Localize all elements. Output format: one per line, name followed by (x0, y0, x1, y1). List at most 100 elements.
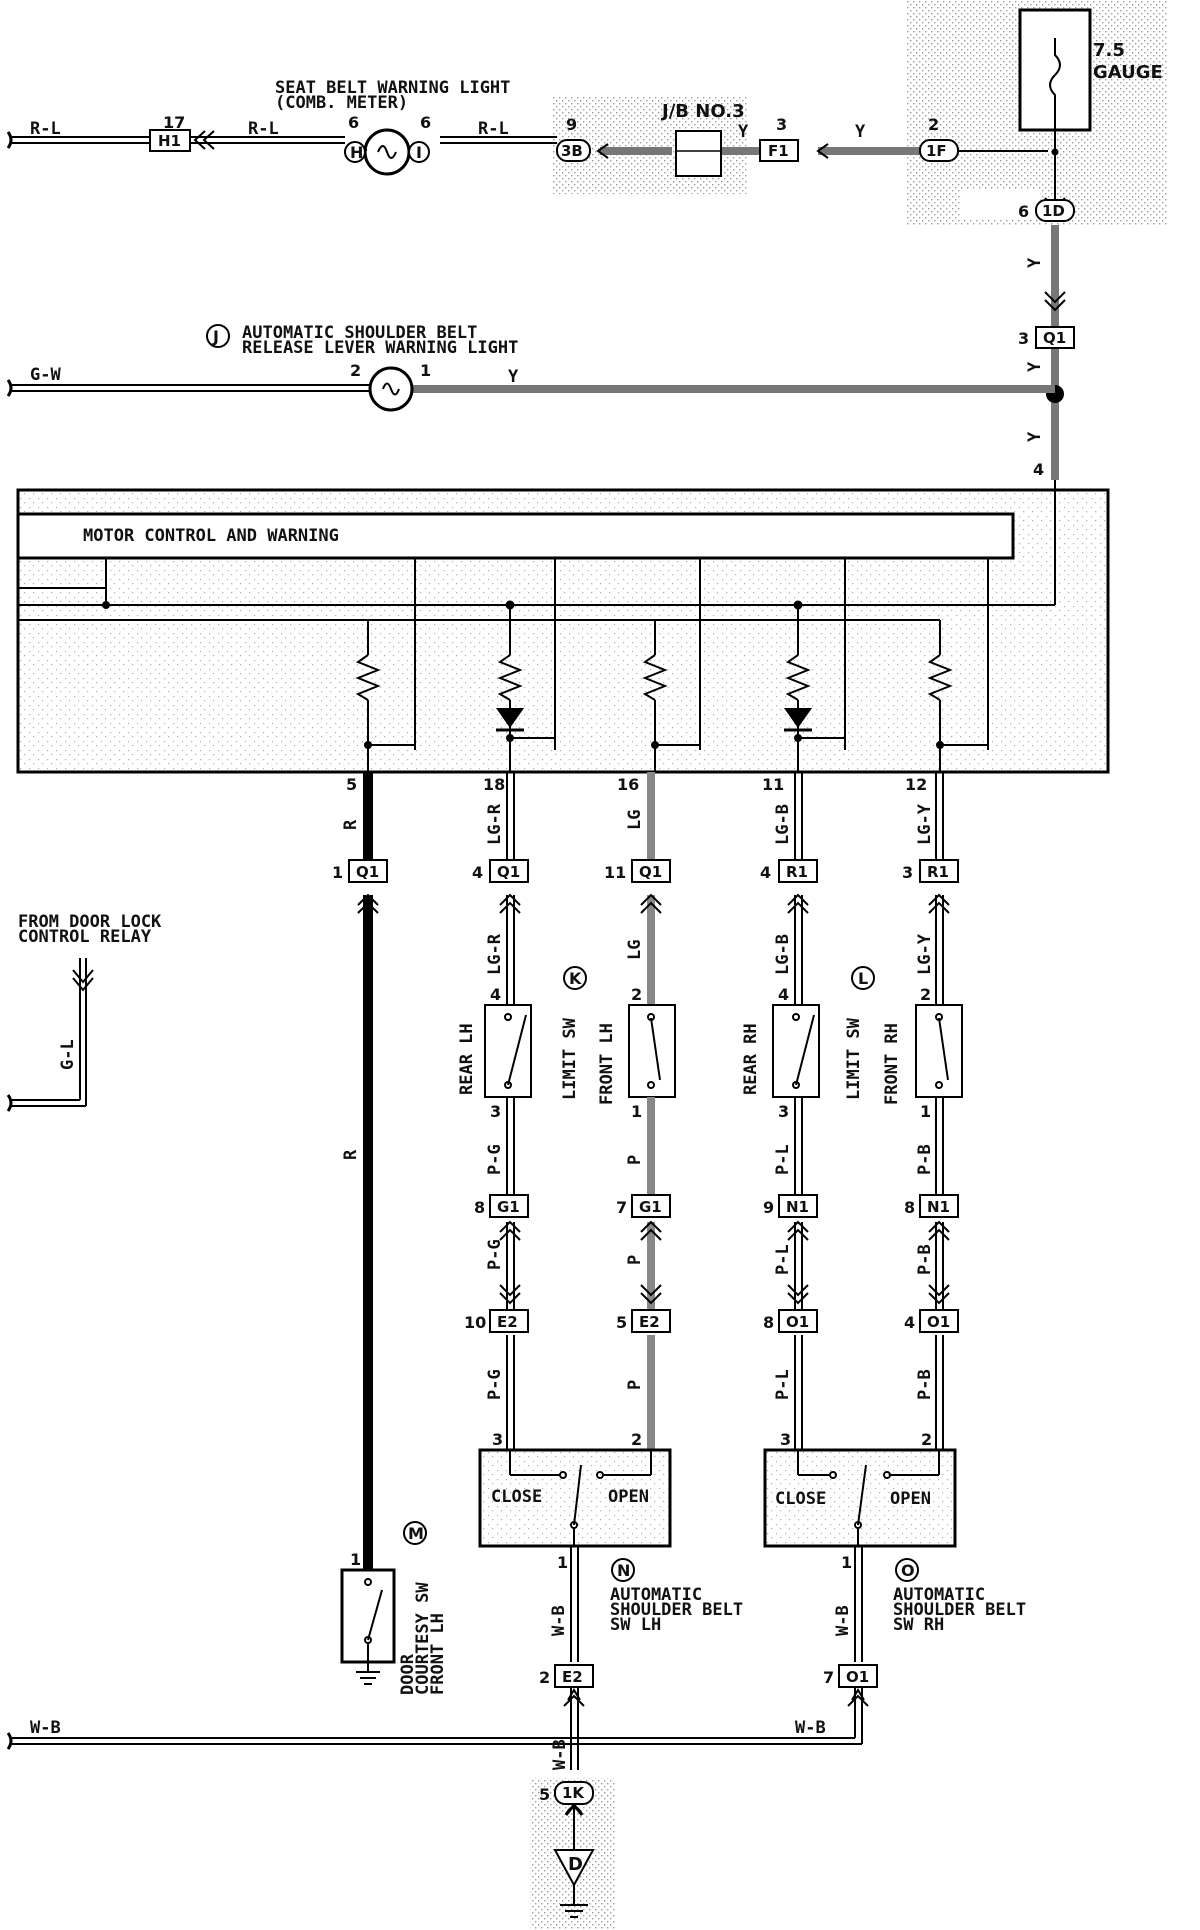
wire-labels: R-L R-L R-L Y Y Y Y Y G-W Y R R LG-R LG-… (30, 119, 1045, 1770)
door-courtesy-switch (340, 1568, 396, 1685)
label-door-courtesy-3: FRONT LH (428, 1613, 448, 1695)
pin-1k-5: 5 (539, 1785, 550, 1804)
pin-9: 9 (566, 115, 577, 134)
ground-wires (6, 1546, 869, 1918)
label-sw-rh-1: AUTOMATIC (893, 1585, 985, 1605)
label-limit-sw-k: LIMIT SW (560, 1017, 580, 1100)
wire-rl-right: R-L (478, 119, 509, 139)
conn-h1: H1 (158, 132, 181, 150)
pin-r1-3: 3 (902, 863, 913, 882)
pin-o1-4: 4 (904, 1313, 915, 1332)
pin-o1-8: 8 (763, 1313, 774, 1332)
fuse-element (1049, 38, 1061, 130)
conn-n1-a: N1 (786, 1198, 809, 1216)
label-jb3: J/B NO.3 (660, 101, 745, 122)
pin-q1-11: 11 (604, 863, 626, 882)
conn-r1-a: R1 (786, 863, 808, 881)
pin-17: 17 (163, 113, 185, 132)
pin-3q: 3 (1018, 329, 1029, 348)
label-front-lh: FRONT LH (597, 1023, 617, 1105)
marker-l: L (858, 969, 868, 988)
pin-g1-8: 8 (474, 1198, 485, 1217)
conn-o1-b: O1 (927, 1313, 950, 1331)
seat-belt-warning-lamp (344, 128, 430, 176)
wire-wb-gnd: W-B (550, 1739, 570, 1770)
label-open-lh: OPEN (608, 1487, 649, 1507)
marker-m: M (408, 1524, 424, 1543)
seatbelt-warning-circuit (6, 130, 1048, 159)
pin-q1-4: 4 (472, 863, 483, 882)
wire-pl-2: P-L (773, 1244, 793, 1275)
wire-lgb-top: LG-B (773, 804, 793, 845)
label-close-rh: CLOSE (775, 1489, 826, 1509)
connector-boxes (149, 129, 1075, 1805)
wire-lg-mid: LG (625, 940, 645, 960)
label-fuse-name: GAUGE (1093, 62, 1163, 83)
pin-18: 18 (483, 775, 505, 794)
pin-sw-l1: 1 (557, 1553, 568, 1572)
label-sw-rh-2: SHOULDER BELT (893, 1600, 1026, 1620)
pin-l2: 2 (920, 985, 931, 1004)
wire-pl-1: P-L (773, 1144, 793, 1175)
lamp-pin-i: I (416, 143, 422, 162)
pin-e2-2: 2 (539, 1668, 550, 1687)
pin-e2-10: 10 (464, 1313, 486, 1332)
wire-pg-1: P-G (485, 1144, 505, 1175)
label-rear-lh: REAR LH (457, 1023, 477, 1095)
harness-lower (499, 1097, 950, 1450)
conn-q1-b: Q1 (497, 863, 520, 881)
fuse-block-white (960, 190, 1040, 220)
label-open-rh: OPEN (890, 1489, 931, 1509)
wire-r-top: R (341, 819, 361, 830)
harness-verticals (357, 772, 950, 1570)
label-fuse-amp: 7.5 (1093, 40, 1125, 61)
pin-k4: 4 (490, 985, 501, 1004)
limit-switches (484, 1004, 963, 1098)
wire-lgb-mid: LG-B (773, 934, 793, 975)
pin-k2: 2 (631, 985, 642, 1004)
conn-e2-a: E2 (497, 1313, 518, 1331)
pin-2: 2 (928, 115, 939, 134)
wire-y-top2: Y (855, 122, 866, 142)
label-seatbelt-light: SEAT BELT WARNING LIGHT (275, 78, 510, 98)
wire-wb-bus-r: W-B (795, 1718, 826, 1738)
label-rear-rh: REAR RH (741, 1023, 761, 1095)
label-comb-meter: (COMB. METER) (275, 93, 408, 113)
wire-y-v2: Y (1025, 361, 1045, 372)
shoulder-belt-switch-rh (763, 1448, 957, 1548)
conn-f1: F1 (768, 142, 789, 160)
shoulder-belt-switch-lh (478, 1448, 672, 1548)
conn-g1-a: G1 (497, 1198, 520, 1216)
wire-lgy-top: LG-Y (915, 803, 935, 845)
marker-d: D (568, 1854, 583, 1875)
wire-rl-left: R-L (30, 119, 61, 139)
pin-sw-r3: 3 (780, 1430, 791, 1449)
pin-12: 12 (905, 775, 927, 794)
conn-o1-c: O1 (846, 1668, 869, 1686)
wire-pl-3: P-L (773, 1369, 793, 1400)
wire-pb-3: P-B (915, 1369, 935, 1400)
conn-r1-b: R1 (927, 863, 949, 881)
pin-sw-r2: 2 (921, 1430, 932, 1449)
pin-e2-5: 5 (616, 1313, 627, 1332)
pin-n1-8: 8 (904, 1198, 915, 1217)
pin-5: 5 (346, 775, 357, 794)
pin-3: 3 (776, 115, 787, 134)
conn-q1-top: Q1 (1043, 329, 1066, 347)
pin-l1: 1 (920, 1102, 931, 1121)
pin-2-lever: 2 (350, 361, 361, 380)
wire-y-v1: Y (1025, 257, 1045, 268)
pin-16: 16 (617, 775, 639, 794)
pin-6a: 6 (348, 113, 359, 132)
label-close-lh: CLOSE (491, 1487, 542, 1507)
label-sw-rh-3: SW RH (893, 1615, 944, 1635)
wire-wb-rh: W-B (833, 1605, 853, 1636)
label-door-courtesy-2: COURTESY SW (413, 1582, 433, 1695)
wire-wb-lh: W-B (549, 1605, 569, 1636)
label-sw-lh-3: SW LH (610, 1615, 661, 1635)
wire-y-top: Y (738, 122, 749, 142)
pin-q1-1: 1 (332, 863, 343, 882)
marker-o: O (901, 1561, 915, 1580)
gl-wire (6, 958, 94, 1112)
pin-k1: 1 (631, 1102, 642, 1121)
